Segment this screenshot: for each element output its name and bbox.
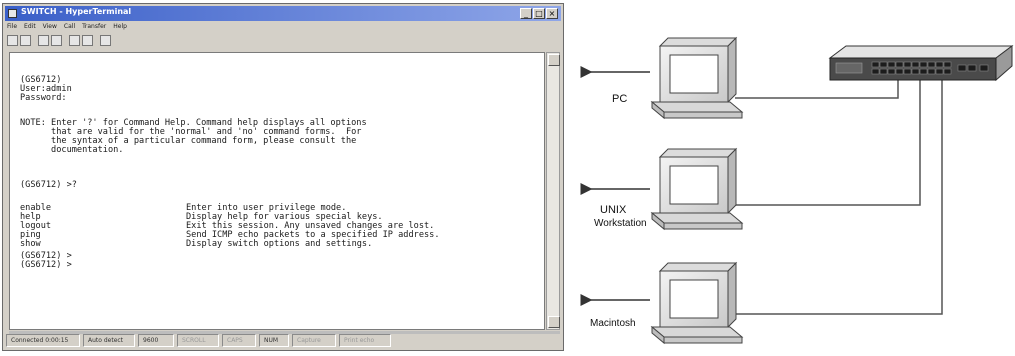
terminal-app-icon xyxy=(8,9,17,18)
status-print-echo: Print echo xyxy=(339,334,391,347)
switch-ports xyxy=(871,61,989,75)
login-line-1: (GS6712) xyxy=(20,75,67,85)
login-line-3: Password: xyxy=(20,93,67,103)
minimize-button[interactable]: _ xyxy=(520,8,532,19)
computer-icon xyxy=(650,261,744,345)
command-description: Exit this session. Any unsaved changes a… xyxy=(186,221,435,231)
network-switch-icon xyxy=(828,45,1014,82)
toolbar xyxy=(7,35,111,49)
menu-transfer[interactable]: Transfer xyxy=(82,23,107,30)
cable-unix xyxy=(735,80,921,206)
hyperterminal-window: SWITCH - HyperTerminal _ □ × File Edit V… xyxy=(2,3,564,351)
command-descriptions: Enter into user privilege mode. Display … xyxy=(186,204,440,249)
status-connected: Connected 0:00:15 xyxy=(6,334,80,347)
open-icon[interactable] xyxy=(20,35,31,46)
command-name: ping xyxy=(20,230,41,240)
menu-bar: File Edit View Call Transfer Help xyxy=(7,23,127,33)
disconnect-icon[interactable] xyxy=(51,35,62,46)
command-name: logout xyxy=(20,221,52,231)
note-line-3: the syntax of a particular command form,… xyxy=(20,136,357,146)
menu-help[interactable]: Help xyxy=(113,23,127,30)
command-description: Send ICMP echo packets to a specified IP… xyxy=(186,230,440,240)
scroll-up-icon[interactable] xyxy=(548,54,560,66)
pc-label: PC xyxy=(612,93,628,105)
send-icon[interactable] xyxy=(69,35,80,46)
properties-icon[interactable] xyxy=(100,35,111,46)
command-description: Enter into user privilege mode. xyxy=(186,203,347,213)
menu-file[interactable]: File xyxy=(7,23,18,30)
login-line-2: User:admin xyxy=(20,84,72,94)
new-icon[interactable] xyxy=(7,35,18,46)
mac-label: Macintosh xyxy=(590,318,636,329)
title-bar: SWITCH - HyperTerminal _ □ × xyxy=(5,6,561,21)
scroll-down-icon[interactable] xyxy=(548,316,560,328)
terminal-screen[interactable]: (GS6712) User:admin Password: NOTE: Ente… xyxy=(9,52,545,330)
close-button[interactable]: × xyxy=(546,8,558,19)
menu-call[interactable]: Call xyxy=(63,23,76,30)
status-bar: Connected 0:00:15 Auto detect 9600 SCROL… xyxy=(6,334,560,347)
receive-icon[interactable] xyxy=(82,35,93,46)
phone-icon[interactable] xyxy=(38,35,49,46)
prompt-line-1: (GS6712) > xyxy=(20,251,72,261)
menu-edit[interactable]: Edit xyxy=(24,23,36,30)
menu-view[interactable]: View xyxy=(42,23,57,30)
unix-label: UNIX xyxy=(600,204,627,216)
note-line-2: that are valid for the 'normal' and 'no'… xyxy=(20,127,362,137)
help-prompt: (GS6712) >? xyxy=(20,180,77,190)
horizontal-scrollbar[interactable] xyxy=(9,331,560,334)
status-num: NUM xyxy=(259,334,289,347)
connection-arrows xyxy=(580,66,650,306)
command-name: show xyxy=(20,239,41,249)
command-description: Display switch options and settings. xyxy=(186,239,373,249)
status-baud: 9600 xyxy=(138,334,174,347)
command-description: Display help for various special keys. xyxy=(186,212,383,222)
window-title: SWITCH - HyperTerminal xyxy=(21,7,132,16)
vertical-scrollbar[interactable] xyxy=(546,52,560,330)
status-scroll: SCROLL xyxy=(177,334,219,347)
status-caps: CAPS xyxy=(222,334,256,347)
prompt-line-2: (GS6712) > xyxy=(20,260,72,270)
status-detect: Auto detect xyxy=(83,334,135,347)
cable-pc xyxy=(735,80,899,99)
cable-mac xyxy=(735,80,943,315)
note-line-1: NOTE: Enter '?' for Command Help. Comman… xyxy=(20,118,367,128)
status-capture: Capture xyxy=(292,334,336,347)
maximize-button[interactable]: □ xyxy=(533,8,545,19)
computer-icon xyxy=(650,36,744,120)
note-line-4: documentation. xyxy=(20,145,124,155)
command-name: help xyxy=(20,212,41,222)
network-cables xyxy=(735,80,943,315)
workstation-label: Workstation xyxy=(594,218,647,229)
command-name: enable xyxy=(20,203,52,213)
computer-icon xyxy=(650,147,744,231)
command-list: enable help logout ping show xyxy=(20,204,51,249)
